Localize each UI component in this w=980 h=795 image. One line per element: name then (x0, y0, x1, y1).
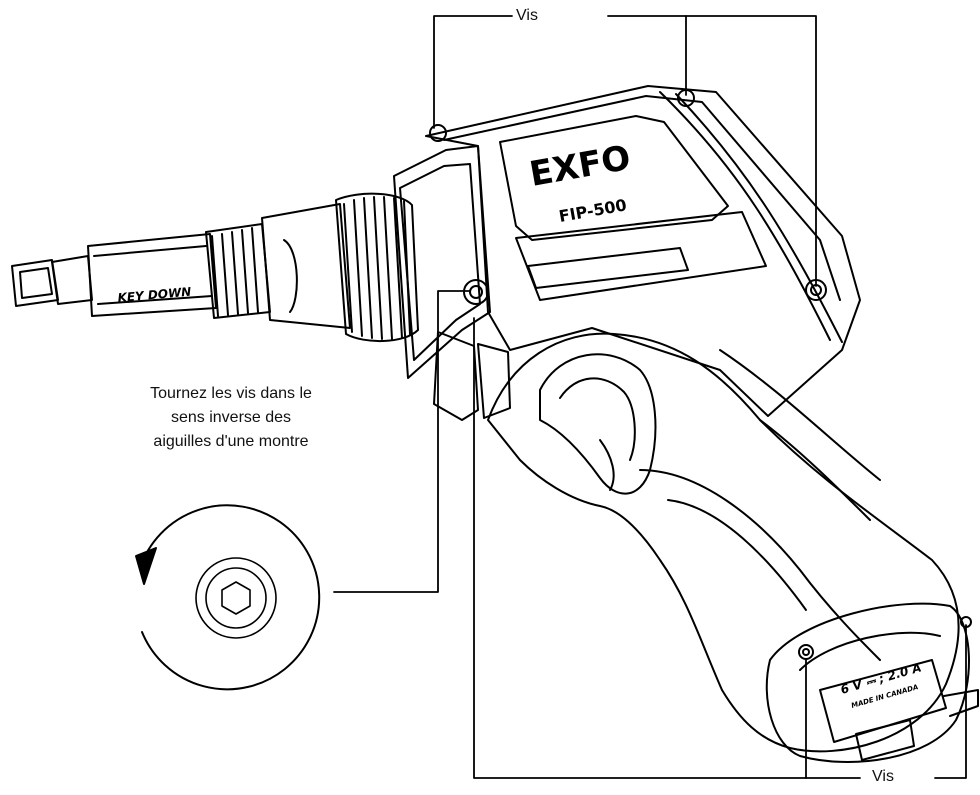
instruction-line: sens inverse des (170, 409, 292, 426)
battery-cap (765, 602, 979, 763)
callout-lines-top (433, 15, 817, 287)
model-label: FIP-500 (557, 195, 628, 226)
counterclockwise-arrow-icon (135, 504, 321, 691)
probe-housing (393, 85, 861, 421)
screw-callout-top: Vis (516, 7, 538, 24)
screw-callout-bottom: Vis (872, 768, 894, 785)
tip-marking: KEY DOWN (117, 285, 192, 305)
fiber-tip-adapter (11, 192, 419, 343)
pistol-grip (487, 332, 960, 753)
instruction-line: aiguilles d'une montre (153, 433, 309, 450)
brand-logo: EXFO (527, 138, 634, 195)
instruction-line: Tournez les vis dans le (150, 385, 312, 402)
callout-lines-bottom (473, 317, 967, 779)
hex-screw-head-icon (195, 557, 277, 639)
callout-line-screw-detail (333, 290, 471, 593)
rotation-instruction: Tournez les vis dans le sens inverse des… (100, 382, 362, 454)
